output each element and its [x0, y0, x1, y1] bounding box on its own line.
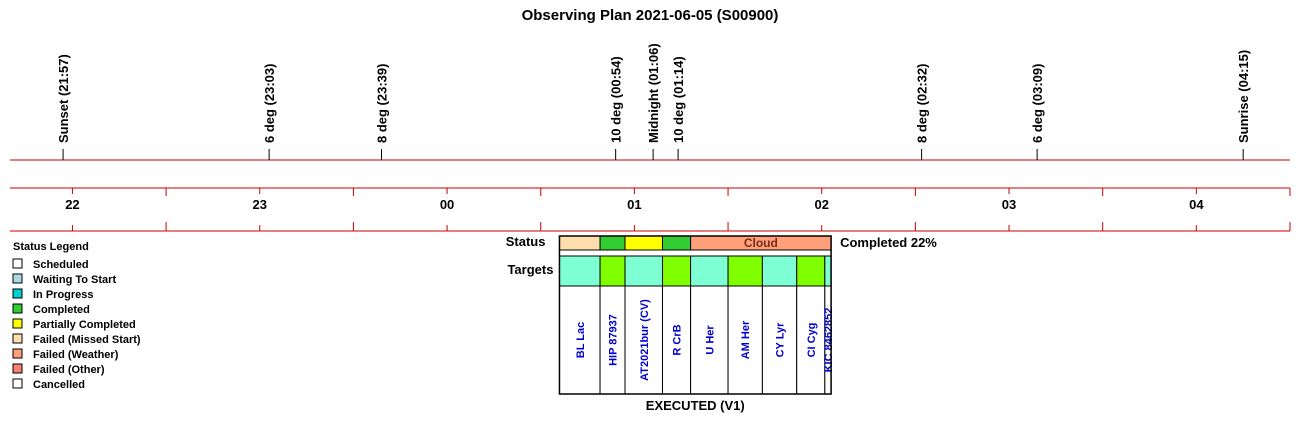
- target-cell: [558, 255, 601, 287]
- target-name: CI Cyg: [806, 323, 818, 358]
- hour-label: 23: [253, 197, 267, 212]
- event-label: 6 deg (23:03): [262, 64, 277, 143]
- legend-label: In Progress: [33, 289, 94, 301]
- event-label: Midnight (01:06): [646, 43, 661, 143]
- legend-label: Completed: [33, 304, 90, 316]
- legend-swatch: [12, 363, 23, 374]
- status-segment-label: Cloud: [744, 236, 778, 250]
- target-name: AM Her: [740, 320, 752, 359]
- target-name: HIP 87937: [608, 314, 620, 366]
- legend-swatch: [12, 288, 23, 299]
- hour-label: 04: [1189, 197, 1204, 212]
- target-cell: [661, 255, 692, 287]
- status-segment: [661, 235, 692, 251]
- completion-text: Completed 22%: [840, 235, 937, 250]
- target-cell: [761, 255, 798, 287]
- event-label: 6 deg (03:09): [1030, 64, 1045, 143]
- target-cell: [624, 255, 663, 287]
- plan-block-border: [558, 235, 832, 395]
- plan-footer: EXECUTED (V1): [646, 398, 745, 413]
- hour-label: 01: [627, 197, 641, 212]
- time-axis: 22 23 00 01 02 03 04: [10, 187, 1291, 232]
- target-name-cell: [690, 285, 729, 395]
- event-label: Sunrise (04:15): [1236, 50, 1251, 143]
- target-name: AT2021bur (CV): [639, 299, 651, 381]
- legend-swatch: [12, 303, 23, 314]
- event-label: 8 deg (23:39): [375, 64, 390, 143]
- target-cell: [727, 255, 763, 287]
- legend-label: Failed (Weather): [33, 349, 119, 361]
- legend-swatch: [12, 273, 23, 284]
- legend-label: Failed (Missed Start): [33, 334, 141, 346]
- legend-swatch: [12, 333, 23, 344]
- legend-label: Cancelled: [33, 379, 85, 391]
- event-label: 10 deg (00:54): [609, 56, 624, 143]
- targets-row-label: Targets: [507, 262, 553, 277]
- target-name-cell: [558, 285, 601, 395]
- hour-label: 02: [814, 197, 828, 212]
- event-label: Sunset (21:57): [56, 54, 71, 143]
- legend-swatch: [12, 258, 23, 269]
- status-segment: [599, 235, 626, 251]
- legend-swatch: [12, 378, 23, 389]
- status-segment: [624, 235, 663, 251]
- hour-label: 22: [65, 197, 79, 212]
- legend-label: Partially Completed: [33, 319, 136, 331]
- target-name: R CrB: [672, 324, 684, 355]
- target-name: KIC 8462852: [823, 308, 835, 373]
- legend-title: Status Legend: [13, 241, 89, 253]
- status-row-label: Status: [506, 234, 546, 249]
- target-name: U Her: [704, 325, 716, 355]
- chart-title: Observing Plan 2021-06-05 (S00900): [522, 7, 779, 24]
- target-name-cell: [624, 285, 663, 395]
- target-name-cell: [599, 285, 626, 395]
- legend-label: Waiting To Start: [33, 274, 116, 286]
- target-cell: [690, 255, 729, 287]
- legend-swatch: [12, 318, 23, 329]
- target-cell: [824, 255, 832, 287]
- legend-label: Scheduled: [33, 259, 89, 271]
- hour-label: 00: [440, 197, 454, 212]
- status-segment: [558, 235, 601, 251]
- twilight-events: Sunset (21:57) 6 deg (23:03) 8 deg (23:39)…: [10, 43, 1290, 161]
- target-name: CY Lyr: [775, 322, 787, 358]
- legend-swatch: [12, 348, 23, 359]
- event-label: 8 deg (02:32): [915, 64, 930, 143]
- event-label: 10 deg (01:14): [671, 56, 686, 143]
- target-cell: [599, 255, 626, 287]
- hour-label: 03: [1002, 197, 1016, 212]
- target-cell: [796, 255, 826, 287]
- target-name: BL Lac: [575, 322, 587, 358]
- legend-label: Failed (Other): [33, 364, 105, 376]
